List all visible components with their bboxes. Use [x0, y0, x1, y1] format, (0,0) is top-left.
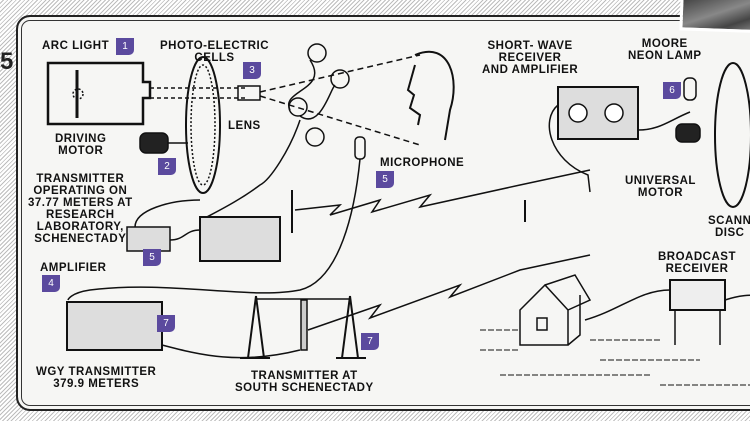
- wgy-transmitter-box: [66, 301, 163, 351]
- badge-arc-light: 1: [116, 38, 134, 55]
- photo-cell: [330, 69, 350, 89]
- label-arc-light: ARC LIGHT: [42, 40, 110, 52]
- broadcast-receiver: [669, 279, 726, 311]
- photo-cell: [305, 127, 325, 147]
- badge-microphone: 5: [376, 171, 394, 188]
- badge-neon-lamp: 6: [663, 82, 681, 99]
- badge-lens: 3: [243, 62, 261, 79]
- label-transmitter-research: TRANSMITTER OPERATING ON 37.77 METERS AT…: [28, 173, 133, 245]
- neon-lamp: [683, 77, 697, 101]
- label-broadcast-receiver: BROADCAST RECEIVER: [658, 251, 736, 275]
- arc-light-box: [46, 61, 152, 126]
- face-profile: [406, 50, 455, 141]
- label-wgy: WGY TRANSMITTER 379.9 METERS: [36, 366, 157, 390]
- short-wave-signal: [294, 169, 591, 216]
- photo-cell: [307, 43, 327, 63]
- house: [519, 274, 592, 346]
- tower-right: [336, 295, 366, 359]
- scanning-disc-left: [185, 56, 221, 194]
- microphone: [354, 136, 366, 160]
- scanning-disc-right: [714, 62, 750, 208]
- arc-spark: [72, 88, 84, 100]
- badge-amplifier: 5: [143, 249, 161, 266]
- label-driving-motor: DRIVING MOTOR: [55, 133, 107, 157]
- label-south-schenectady: TRANSMITTER AT SOUTH SCHENECTADY: [235, 370, 374, 394]
- ground-hatching: [480, 329, 750, 386]
- label-universal-motor: UNIVERSAL MOTOR: [625, 175, 696, 199]
- broadcast-signal: [307, 254, 591, 331]
- transmitter-box: [199, 216, 281, 262]
- badge-driving-motor: 2: [158, 158, 176, 175]
- label-microphone: MICROPHONE: [380, 157, 465, 169]
- universal-motor: [675, 123, 701, 143]
- photo-cell: [288, 97, 308, 117]
- driving-motor: [139, 132, 169, 154]
- label-lens: LENS: [228, 120, 261, 132]
- page-number-fragment: 5: [0, 48, 14, 75]
- label-short-wave: SHORT- WAVE RECEIVER AND AMPLIFIER: [482, 40, 579, 76]
- lens: [237, 85, 261, 101]
- label-neon-lamp: MOORE NEON LAMP: [628, 38, 702, 62]
- badge-amplifier-left: 4: [42, 275, 60, 292]
- badge-south-towers: 7: [361, 333, 379, 350]
- label-scanning-disc: SCANN DISC: [708, 215, 750, 239]
- label-amplifier: AMPLIFIER: [40, 262, 107, 274]
- badge-wgy: 7: [157, 315, 175, 332]
- label-photo-cells: PHOTO-ELECTRIC CELLS: [160, 40, 270, 64]
- amplifier-box: [126, 226, 171, 252]
- tower-left: [240, 295, 270, 359]
- light-beam: [150, 87, 245, 99]
